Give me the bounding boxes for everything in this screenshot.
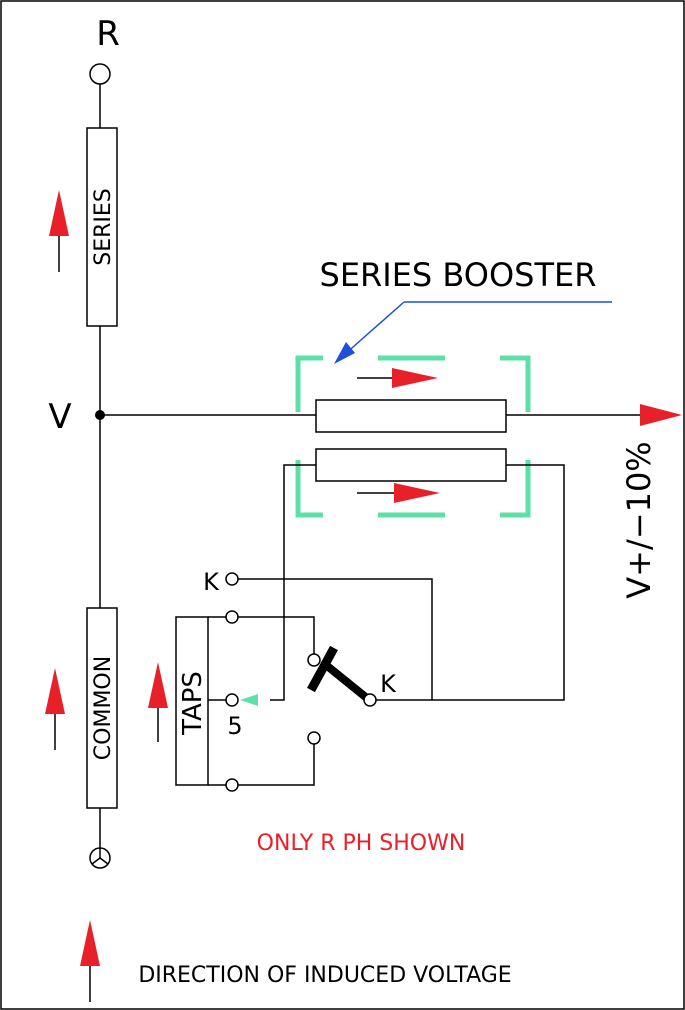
- booster-enclosure: [295, 355, 531, 518]
- selector-contact-lower: [307, 731, 321, 745]
- legend-arrow: [80, 920, 100, 1002]
- tap-terminal-5: [225, 693, 239, 707]
- selector-pivot-terminal: [363, 693, 377, 707]
- tap-terminal-top: [225, 610, 239, 624]
- tap-k-top-label: K: [203, 568, 220, 596]
- tap-number-label: 5: [227, 712, 242, 740]
- common-winding-label: COMMON: [91, 656, 116, 760]
- tap-k-top-wire: [238, 578, 433, 700]
- series-winding-label: SERIES: [91, 188, 116, 266]
- tap-k-top-terminal: [225, 572, 239, 586]
- legend-text: DIRECTION OF INDUCED VOLTAGE: [138, 963, 511, 988]
- tap-selector-arm: [307, 645, 371, 703]
- tap-wiring: [208, 616, 315, 786]
- booster-title: SERIES BOOSTER: [320, 256, 597, 294]
- phase-r-terminal: [89, 63, 111, 85]
- common-winding: [86, 607, 118, 809]
- node-v-label: V: [48, 397, 71, 437]
- series-voltage-arrow: [49, 190, 69, 272]
- selector-contact-upper: [307, 653, 321, 667]
- taps-box: [175, 616, 209, 786]
- tap-5-marker: [240, 694, 258, 706]
- output-voltage-label: V+/−10%: [620, 441, 658, 598]
- common-voltage-arrow: [45, 668, 65, 750]
- booster-primary-winding: [315, 399, 507, 433]
- series-winding: [86, 127, 118, 327]
- booster-primary-arrow: [357, 368, 438, 388]
- booster-secondary-wiring: [270, 464, 565, 701]
- tap-k-selector-label: K: [380, 670, 397, 698]
- booster-leader-line: [334, 301, 612, 364]
- tap-terminal-bottom: [225, 778, 239, 792]
- phase-r-label: R: [96, 14, 120, 54]
- neutral-star-icon: [89, 847, 111, 869]
- taps-voltage-arrow: [148, 662, 168, 742]
- output-arrow: [640, 404, 682, 426]
- booster-secondary-arrow: [357, 483, 440, 503]
- note-text: ONLY R PH SHOWN: [257, 831, 466, 856]
- booster-secondary-winding: [315, 448, 507, 482]
- taps-label: TAPS: [178, 671, 208, 736]
